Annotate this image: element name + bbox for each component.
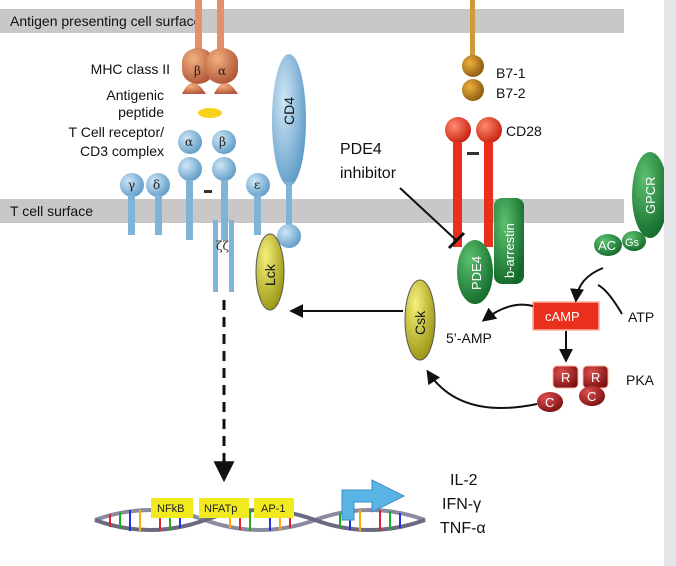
pde4-inhibitor-label-2: inhibitor — [340, 165, 397, 182]
barrestin-label: b-arrestin — [502, 223, 517, 278]
pka-to-csk-arrow — [426, 369, 538, 409]
cd28-label: CD28 — [506, 123, 542, 139]
cd4: CD4 — [272, 54, 306, 248]
right-edge-panel — [664, 0, 676, 566]
inhibitor-bar-line — [399, 187, 457, 241]
pka: R R C C — [537, 365, 609, 412]
csk: Csk — [404, 279, 436, 361]
cd3-delta-label: δ — [153, 178, 160, 192]
tcr-cd3-complex: α β γ δ ε ζζ — [120, 130, 270, 292]
tcr-label-2: CD3 complex — [80, 143, 164, 159]
pka-r1: R — [561, 370, 570, 385]
mhc-class-ii: β α — [182, 0, 238, 94]
b7-ligands: B7-1 B7-2 — [462, 0, 526, 101]
camp-to-amp-arrow — [481, 303, 534, 322]
tcell-membrane — [0, 199, 624, 223]
tcell-membrane-label: T cell surface — [10, 203, 93, 219]
peptide-label-1: Antigenic — [106, 87, 164, 103]
cd4-label: CD4 — [281, 97, 297, 125]
cd28: CD28 — [445, 117, 542, 247]
atp-label: ATP — [628, 309, 654, 325]
antigenic-peptide — [198, 108, 222, 118]
mhc-beta-label: β — [194, 64, 201, 78]
csk-label: Csk — [412, 310, 428, 335]
mhc-alpha-label: α — [218, 64, 226, 78]
amp-label: 5’-AMP — [446, 330, 492, 346]
ac-to-camp-arrow — [570, 267, 604, 303]
inhibitor-bar-end — [447, 231, 466, 250]
mhc-label: MHC class II — [91, 61, 170, 77]
gene-il2: IL-2 — [450, 472, 478, 489]
apc-membrane — [0, 9, 624, 33]
gpcr-complex: GPCR AC Gs — [594, 152, 668, 256]
tcr-beta-label: β — [219, 135, 226, 149]
tf-nfat-label: NFATp — [204, 503, 237, 515]
camp-label: cAMP — [545, 309, 580, 324]
apc-membrane-label: Antigen presenting cell surface — [10, 13, 202, 29]
gpcr-label: GPCR — [643, 176, 658, 214]
peptide-label-2: peptide — [118, 104, 164, 120]
tcr-label-1: T Cell receptor/ — [69, 124, 165, 140]
transcription-arrow — [341, 479, 406, 521]
gene-ifng: IFN-γ — [442, 496, 481, 513]
gs-label: Gs — [625, 237, 640, 249]
pde4-inhibitor-label-1: PDE4 — [340, 141, 382, 158]
pde4-complex: PDE4 b-arrestin — [457, 198, 524, 304]
atp-line — [597, 284, 623, 315]
pka-label: PKA — [626, 372, 655, 388]
tf-ap1 — [254, 498, 294, 518]
tcr-alpha-label: α — [185, 135, 193, 149]
camp-box — [532, 301, 600, 331]
pka-c1: C — [545, 395, 554, 410]
cd3-epsilon-label: ε — [254, 178, 260, 192]
tf-nfkb-label: NFkB — [157, 503, 185, 515]
pka-r2: R — [591, 370, 600, 385]
b71-label: B7-1 — [496, 65, 526, 81]
pka-c2: C — [587, 389, 596, 404]
gene-tnfa: TNF-α — [440, 520, 486, 537]
tf-ap1-label: AP-1 — [261, 503, 285, 515]
cd3-gamma-label: γ — [128, 178, 135, 192]
tf-nfkb — [151, 498, 193, 518]
pde4-label: PDE4 — [469, 256, 484, 290]
lck-label: Lck — [262, 263, 278, 286]
tf-nfat — [199, 498, 249, 518]
ac-label: AC — [598, 238, 616, 253]
zeta-label: ζζ — [216, 239, 230, 253]
lck: Lck — [255, 233, 285, 311]
b72-label: B7-2 — [496, 85, 526, 101]
